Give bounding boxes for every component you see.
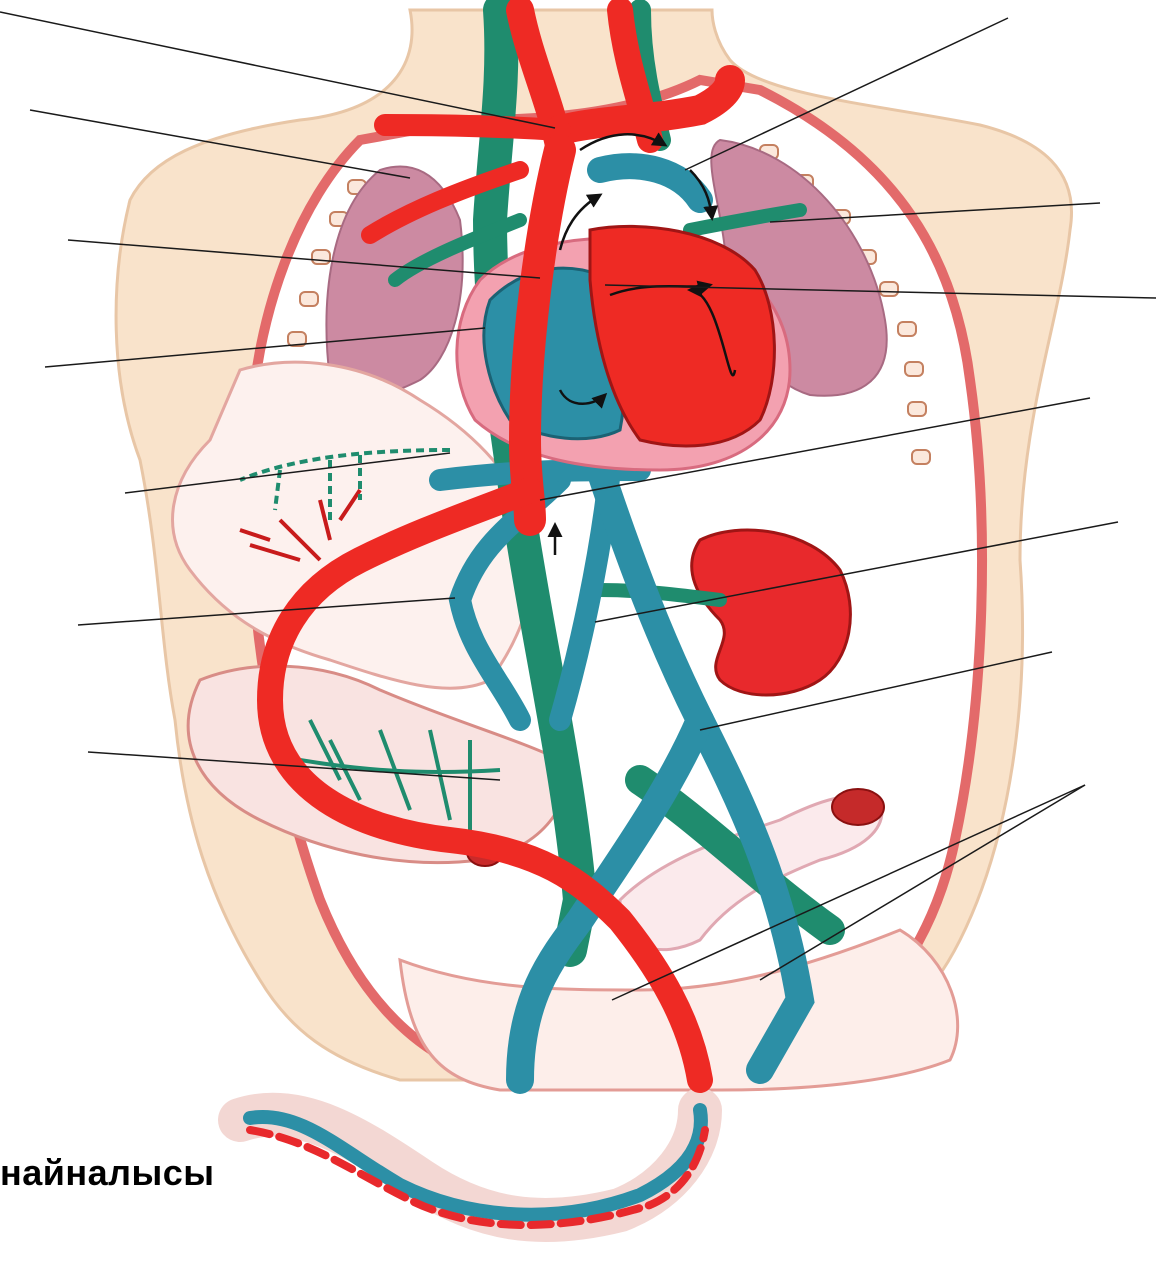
caption-text: найналысы bbox=[0, 1152, 215, 1194]
kidney bbox=[692, 530, 851, 695]
colon-opening bbox=[832, 789, 884, 825]
